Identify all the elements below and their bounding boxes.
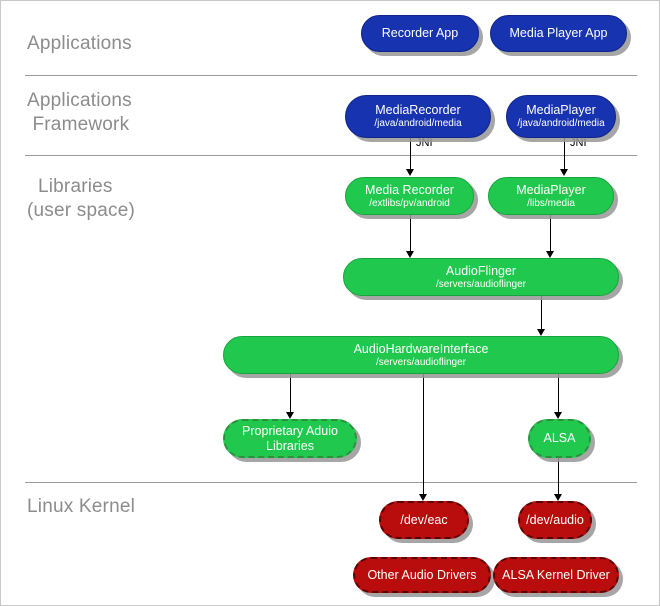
connector-audiohardwareinterface-to-dev-eac (423, 373, 424, 495)
node-dev-eac-title: /dev/eac (400, 512, 448, 527)
divider-applications-framework (25, 155, 637, 156)
layer-label-applications-framework: Applications Framework (27, 90, 132, 135)
arrowhead-audiohardwareinterface (537, 329, 545, 336)
node-alsa-kernel-driver[interactable]: ALSA Kernel Driver (493, 557, 619, 593)
node-media-player-app-title: Media Player App (509, 26, 608, 40)
node-media-recorder-lib[interactable]: Media Recorder /extlibs/pv/android (345, 177, 474, 215)
connector-alsa-to-dev-audio (558, 457, 559, 495)
node-audiohardwareinterface[interactable]: AudioHardwareInterface /servers/audiofli… (223, 336, 619, 374)
arrowhead-dev-eac (419, 494, 427, 501)
connector-audiohardwareinterface-to-alsa (558, 373, 559, 413)
node-mediarecorder-framework-subtitle: /java/android/media (374, 118, 462, 129)
arrowhead-proprietary-libraries (286, 412, 294, 419)
node-recorder-app-title: Recorder App (381, 26, 459, 40)
node-proprietary-audio-libraries-title: Proprietary Aduio Libraries (242, 423, 338, 453)
node-mediaplayer-lib-title: MediaPlayer (516, 182, 586, 197)
node-audioflinger[interactable]: AudioFlinger /servers/audioflinger (343, 258, 619, 296)
connector-audiohardwareinterface-to-proprietary-libraries (290, 373, 291, 413)
node-media-player-app[interactable]: Media Player App (490, 15, 627, 52)
node-alsa[interactable]: ALSA (528, 419, 591, 458)
node-other-audio-drivers-title: Other Audio Drivers (367, 567, 477, 582)
node-mediaplayer-lib-subtitle: /libs/media (527, 197, 575, 209)
node-audioflinger-subtitle: /servers/audioflinger (435, 278, 527, 290)
node-mediaplayer-lib[interactable]: MediaPlayer /libs/media (488, 177, 614, 215)
node-media-recorder-lib-subtitle: /extlibs/pv/android (369, 197, 450, 209)
node-mediaplayer-framework-subtitle: /java/android/media (517, 118, 605, 129)
arrowhead-alsa (554, 412, 562, 419)
node-mediarecorder-framework-title: MediaRecorder (375, 103, 461, 117)
node-dev-audio[interactable]: /dev/audio (518, 501, 592, 539)
node-mediarecorder-framework[interactable]: MediaRecorder /java/android/media (345, 95, 491, 138)
node-audiohardwareinterface-title: AudioHardwareInterface (353, 341, 489, 356)
node-alsa-title: ALSA (543, 431, 576, 445)
node-dev-eac[interactable]: /dev/eac (379, 501, 469, 539)
arrowhead-media-recorder-lib (406, 169, 414, 176)
layer-label-libraries: Libraries (user space) (27, 176, 135, 221)
node-proprietary-audio-libraries[interactable]: Proprietary Aduio Libraries (223, 419, 357, 458)
edge-label-jni-player: JNI (570, 137, 587, 149)
node-audioflinger-title: AudioFlinger (445, 263, 517, 278)
node-mediaplayer-framework-title: MediaPlayer (526, 103, 596, 117)
arrowhead-mediaplayer-lib (560, 169, 568, 176)
node-alsa-kernel-driver-title: ALSA Kernel Driver (502, 567, 610, 582)
arrowhead-audioflinger-right (546, 251, 554, 258)
divider-libraries (25, 482, 637, 483)
divider-applications (25, 75, 637, 76)
node-mediaplayer-framework[interactable]: MediaPlayer /java/android/media (506, 95, 616, 138)
connector-mediaplayer-to-mediaplayer-lib (564, 138, 565, 170)
node-dev-audio-title: /dev/audio (526, 512, 584, 527)
edge-label-jni-recorder: JNI (416, 137, 433, 149)
connector-mediaplayer-lib-to-audioflinger (550, 214, 551, 252)
connector-audioflinger-to-audiohardwareinterface (541, 296, 542, 331)
connector-mediarecorder-to-media-recorder-lib (410, 138, 411, 170)
connector-media-recorder-lib-to-audioflinger (410, 214, 411, 252)
node-media-recorder-lib-title: Media Recorder (365, 182, 454, 197)
node-other-audio-drivers[interactable]: Other Audio Drivers (353, 557, 491, 593)
layer-label-linux-kernel: Linux Kernel (27, 496, 136, 517)
node-audiohardwareinterface-subtitle: /servers/audioflinger (375, 356, 467, 368)
layer-label-applications: Applications (27, 33, 132, 54)
node-recorder-app[interactable]: Recorder App (361, 15, 479, 52)
arrowhead-audioflinger-left (406, 251, 414, 258)
arrowhead-dev-audio (554, 494, 562, 501)
